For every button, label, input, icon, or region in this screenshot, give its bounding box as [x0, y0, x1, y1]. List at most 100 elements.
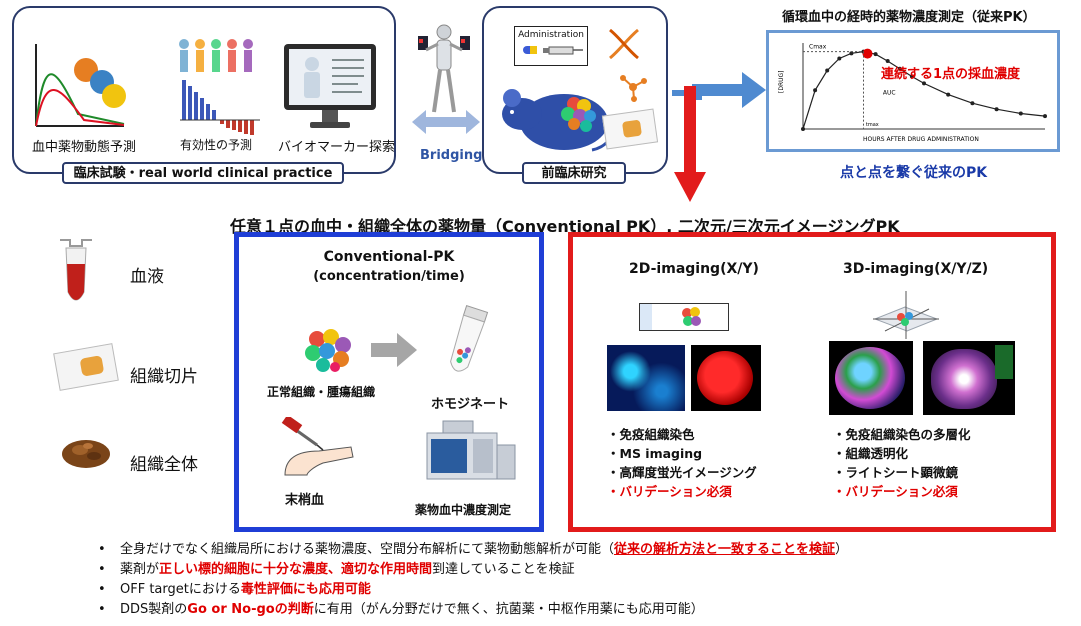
pk-curve-line: [802, 50, 1046, 130]
bullet-3d-3: ・ライトシート顕微鏡: [833, 465, 959, 480]
pk-point: [970, 101, 975, 106]
pk-point: [885, 59, 890, 64]
robot-figure-icon: [418, 24, 470, 113]
bottom-3a: OFF targetにおける: [120, 582, 241, 597]
homogenate-tube-icon: [450, 305, 489, 372]
sample-label-whole: 組織全体: [130, 455, 198, 475]
mouse-icon: [502, 89, 613, 152]
pk-point: [813, 88, 818, 93]
bottom-4a: DDS製剤の: [120, 602, 188, 617]
bottom-1c: ）: [835, 542, 849, 557]
bullets-3d: ・免疫組織染色の多層化 ・組織透明化 ・ライトシート顕微鏡 ・バリデーション必須: [833, 425, 971, 501]
pk-annotation: 連続する1点の採血濃度: [881, 67, 1021, 82]
dna-icon: [609, 28, 639, 60]
monitor-icon: [284, 44, 376, 128]
conventional-title: Conventional-PK: [323, 249, 455, 265]
administration-label: Administration: [518, 30, 584, 40]
pk-point: [897, 66, 902, 71]
caption-biomarker: バイオマーカー探索: [278, 140, 396, 155]
fluorescence-image-3d-b: [923, 341, 1015, 415]
axis-3d-icon: [873, 291, 939, 339]
bullet-2d-1: ・免疫組織染色: [607, 427, 695, 442]
bottom-1b: 従来の解析方法と一致することを検証: [614, 542, 836, 557]
slide-2d-icon: [639, 303, 729, 331]
bullet-3d-2: ・組織透明化: [833, 446, 909, 461]
tissue-label: 正常組織・腫瘍組織: [267, 385, 376, 399]
blood-tube-icon: [60, 239, 92, 301]
syringe-pill-icon: [523, 46, 583, 55]
bullets-2d: ・免疫組織染色 ・MS imaging ・高輝度蛍光イメージング ・バリデーショ…: [607, 425, 757, 501]
measure-label: 薬物血中濃度測定: [415, 503, 512, 517]
gray-arrow-icon: [371, 333, 417, 367]
pk-x-label: HOURS AFTER DRUG ADMINISTRATION: [863, 136, 979, 143]
bottom-2a: 薬剤が: [120, 562, 160, 577]
pk-point: [849, 51, 854, 56]
clinical-box: 血中薬物動態予測 有効性の予測 バイオマーカー探索: [12, 6, 396, 174]
bottom-1a: 全身だけでなく組織局所における薬物濃度、空間分布解析にて薬物動態解析が可能（: [120, 542, 615, 557]
whole-tissue-icon: [62, 440, 110, 468]
mass-spec-icon: [426, 420, 516, 480]
imaging-2d-title: 2D-imaging(X/Y): [629, 261, 759, 277]
imaging-panel: 2D-imaging(X/Y) 3D-imaging(X/Y/Z) ・免疫組織染…: [568, 232, 1056, 532]
pk-point: [801, 127, 805, 131]
bottom-3b: 毒性評価にも応用可能: [240, 582, 371, 597]
administration-box: Administration: [514, 26, 588, 66]
preclinical-box: Administration: [482, 6, 668, 174]
caption-efficacy-prediction: 有効性の予測: [180, 138, 253, 152]
blood-label: 末梢血: [285, 493, 325, 508]
bottom-bullet-3: OFF targetにおける毒性評価にも応用可能: [98, 580, 848, 600]
pk-y-label: [DRUG]: [778, 70, 785, 93]
bottom-bullet-4: DDS製剤のGo or No-goの判断に有用（がん分野だけで無く、抗菌薬・中枢…: [98, 600, 848, 620]
waterfall-chart-icon: [180, 80, 260, 135]
pk-point: [1043, 114, 1047, 119]
bullet-2d-2: ・MS imaging: [607, 446, 703, 461]
bottom-bullet-2: 薬剤が正しい標的細胞に十分な濃度、適切な作用時間到達していることを検証: [98, 560, 848, 580]
pk-tmax-label: tmax: [866, 122, 879, 128]
bridging-label: Bridging: [420, 148, 483, 163]
bottom-4b: Go or No-goの判断: [187, 602, 314, 617]
bullet-2d-3: ・高輝度蛍光イメージング: [607, 465, 757, 480]
pk-point: [922, 81, 926, 86]
sample-label-section: 組織切片: [130, 367, 198, 387]
caption-pk-prediction: 血中薬物動態予測: [32, 140, 137, 155]
conventional-subtitle: (concentration/time): [313, 269, 465, 284]
bullet-3d-1: ・免疫組織染色の多層化: [833, 427, 971, 442]
bridging-arrow-icon: [412, 110, 480, 134]
main-title: 任意１点の血中・組織全体の薬物量（Conventional PK）, 二次元/三…: [230, 217, 900, 236]
pk-point: [837, 56, 842, 61]
pk-point: [825, 68, 830, 73]
bottom-bullet-1: 全身だけでなく組織局所における薬物濃度、空間分布解析にて薬物動態解析が可能（従来…: [98, 540, 848, 560]
red-arrow-down-icon: [674, 86, 706, 202]
tissue-slide-small: [601, 108, 659, 150]
conventional-pk-panel: Conventional-PK (concentration/time) 正常組…: [234, 232, 544, 532]
bullet-3d-4: ・バリデーション必須: [833, 484, 958, 499]
tissue-slide-icon: [53, 343, 119, 391]
bottom-bullets: 全身だけでなく組織局所における薬物濃度、空間分布解析にて薬物動態解析が可能（従来…: [98, 540, 848, 620]
pk-point: [946, 92, 951, 97]
fluorescence-image-2d-a: [607, 345, 685, 411]
bottom-2b: 正しい標的細胞に十分な濃度、適切な作用時間: [159, 562, 433, 577]
blood-draw-icon: [281, 417, 354, 476]
fluorescence-image-3d-a: [829, 341, 913, 415]
bottom-4c: に有用（がん分野だけで無く、抗菌薬・中枢作用薬にも応用可能）: [313, 602, 704, 617]
pk-cmax-label: Cmax: [809, 44, 827, 51]
molecule-icon: [620, 75, 647, 102]
cell-cluster-icon: [305, 329, 351, 372]
homogenate-label: ホモジネート: [431, 397, 510, 412]
people-icon: [179, 39, 253, 72]
bottom-2c: 到達していることを検証: [432, 562, 575, 577]
pk-point: [873, 52, 878, 57]
pk-point: [994, 107, 999, 112]
preclinical-banner: 前臨床研究: [522, 162, 626, 184]
pk-point: [1018, 111, 1023, 116]
pk-point: [909, 74, 914, 79]
bullet-2d-4: ・バリデーション必須: [607, 484, 732, 499]
clinical-banner: 臨床試験・real world clinical practice: [62, 162, 344, 184]
pk-auc-label: AUC: [883, 90, 896, 97]
imaging-3d-title: 3D-imaging(X/Y/Z): [843, 261, 989, 277]
sample-label-blood: 血液: [130, 267, 164, 287]
pk-curve-caption: 点と点を繋ぐ従来のPK: [840, 165, 988, 181]
pk-highlight-point: [862, 48, 873, 59]
